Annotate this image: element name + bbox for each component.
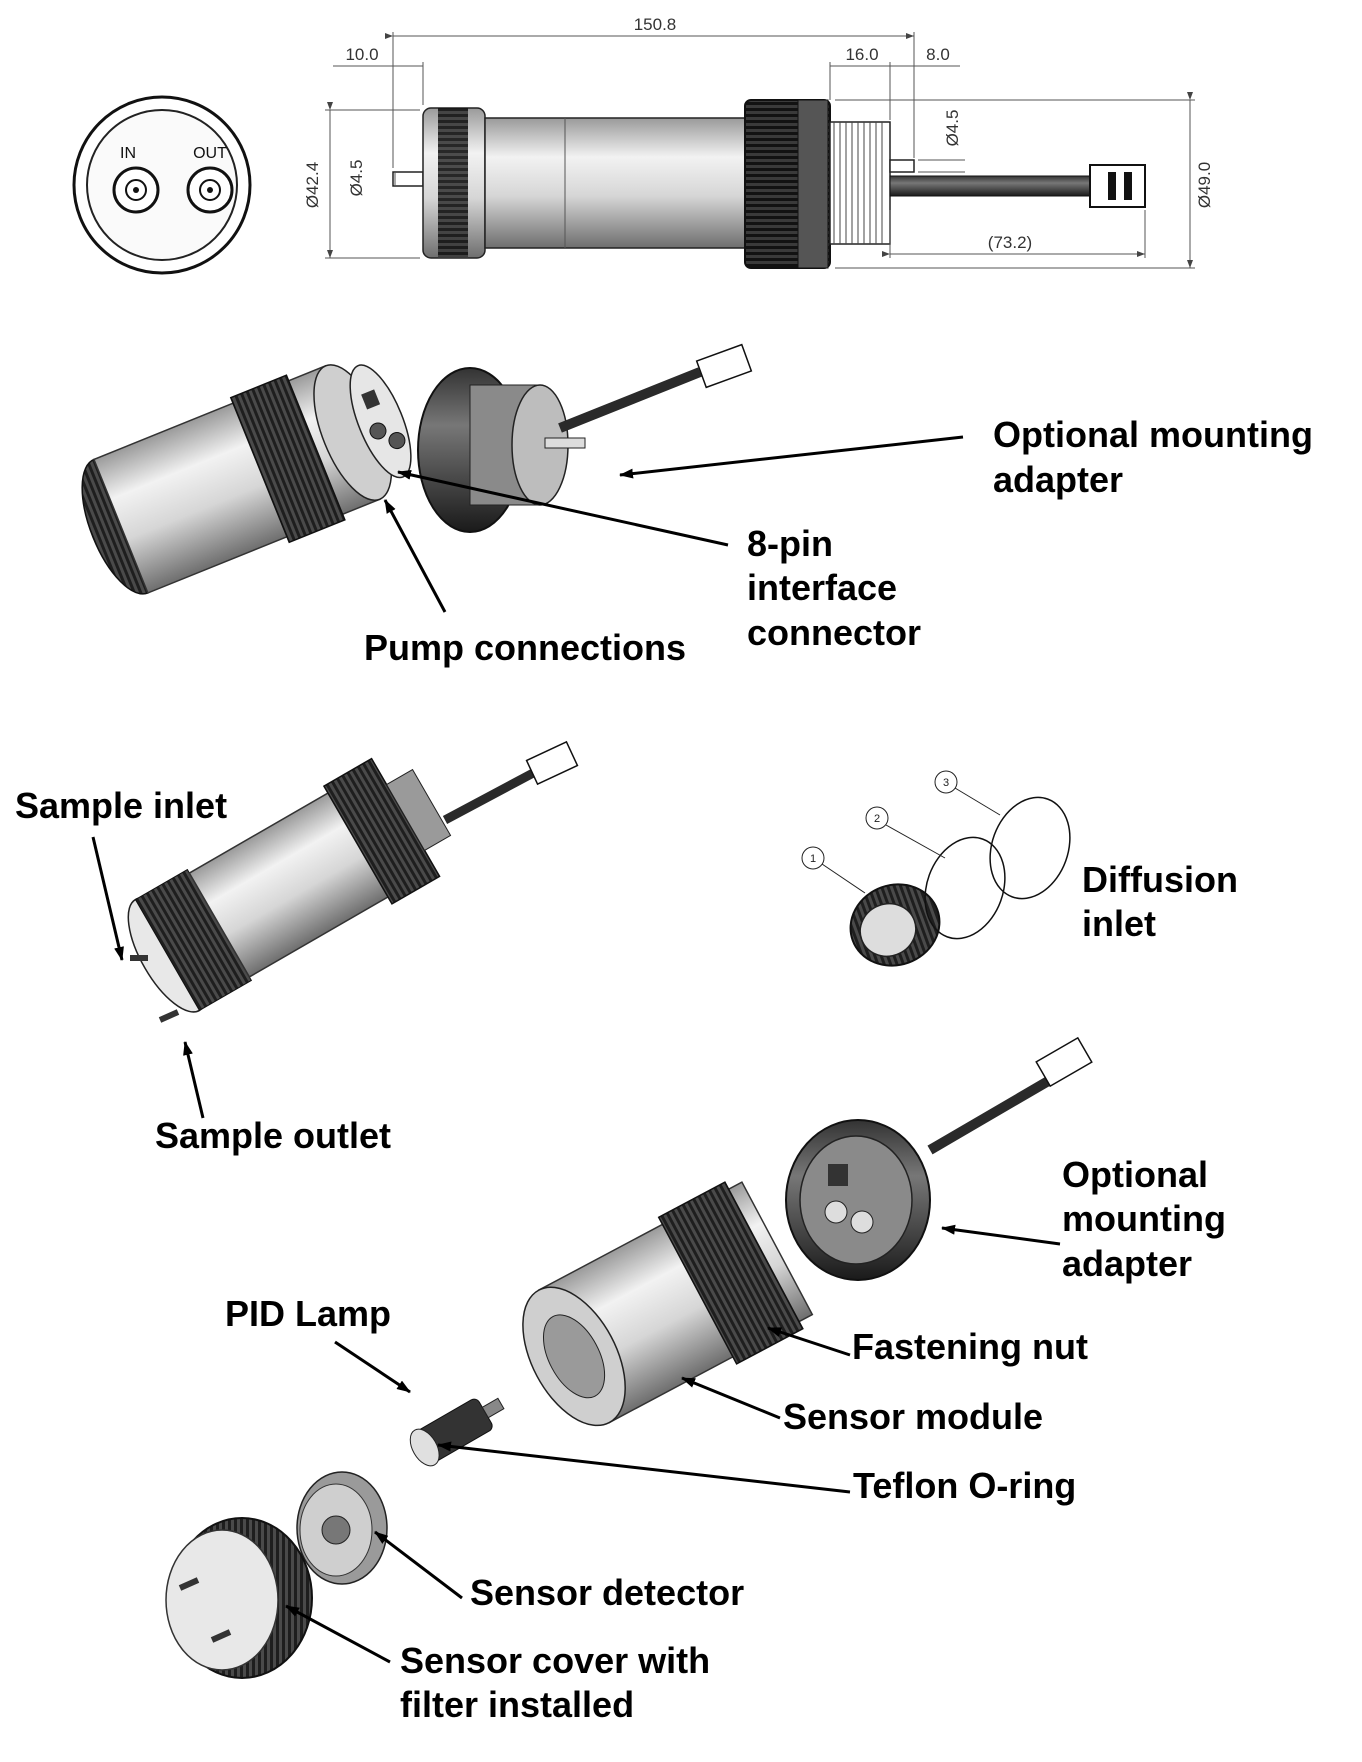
sample-outlet-label: Sample outlet xyxy=(155,1115,391,1156)
diffusion-disc-1 xyxy=(924,836,1006,940)
part-1-number: 1 xyxy=(810,853,816,865)
sensor-cover-label: Sensor cover with filter installed xyxy=(400,1640,710,1725)
dim-nut-diameter: Ø49.0 xyxy=(1195,162,1214,208)
svg-text:connector: connector xyxy=(747,612,921,653)
fastening-nut-2 xyxy=(657,1181,804,1365)
fastening-nut-1 xyxy=(229,374,346,544)
connector-2 xyxy=(525,740,579,786)
svg-text:Sensor cover with: Sensor cover with xyxy=(400,1640,710,1681)
sensor-cover xyxy=(165,1517,313,1679)
body-cylinder xyxy=(484,117,746,249)
mounting-adapter-1 xyxy=(417,367,586,533)
pid-lamp-label: PID Lamp xyxy=(225,1293,391,1334)
eight-pin-connector-label: 8-pin interface connector xyxy=(747,523,921,653)
pump-connections-label: Pump connections xyxy=(364,627,686,668)
teflon-oring-label: Teflon O-ring xyxy=(853,1465,1076,1506)
svg-text:filter installed: filter installed xyxy=(400,1684,634,1725)
diffusion-disc-2 xyxy=(989,796,1071,900)
fastening-nut-label: Fastening nut xyxy=(852,1326,1088,1367)
exploded-view-2 xyxy=(165,1036,1093,1679)
sample-inlet-label: Sample inlet xyxy=(15,785,227,826)
pid-lamp xyxy=(409,1397,505,1467)
connector-side xyxy=(1089,164,1146,208)
dim-inlet-diameter: Ø4.5 xyxy=(347,160,366,197)
side-view: 150.8 10.0 16.0 8.0 (73.2) Ø42.4 Ø4.5 Ø4… xyxy=(303,15,1214,269)
svg-text:Diffusion: Diffusion xyxy=(1082,859,1238,900)
dim-thread-length: 16.0 xyxy=(845,45,878,64)
pin-connector-icon xyxy=(361,389,381,410)
diffusion-inlet-label: Diffusion inlet xyxy=(1082,859,1238,944)
dim-outlet-length: 8.0 xyxy=(926,45,950,64)
svg-text:mounting: mounting xyxy=(1062,1198,1226,1239)
sensor-module xyxy=(522,1181,814,1427)
svg-text:adapter: adapter xyxy=(1062,1243,1192,1284)
inlet-tube xyxy=(392,171,424,187)
optional-mounting-adapter-label-2: Optional mounting adapter xyxy=(1062,1154,1226,1284)
mounting-adapter-2 xyxy=(785,1119,931,1281)
exploded-view-1 xyxy=(81,343,964,613)
outlet-tube xyxy=(889,159,915,173)
teflon-oring-icon xyxy=(409,1428,440,1467)
diffusion-inlet-parts: 1 2 3 xyxy=(801,770,1071,967)
connector-3 xyxy=(1035,1036,1093,1088)
part-3-number: 3 xyxy=(943,777,949,789)
svg-text:8-pin: 8-pin xyxy=(747,523,833,564)
sensor-assembled xyxy=(91,740,579,1119)
dim-inlet-length: 10.0 xyxy=(345,45,378,64)
svg-text:Optional: Optional xyxy=(1062,1154,1208,1195)
dim-overall-length: 150.8 xyxy=(634,15,677,34)
sensor-detector xyxy=(296,1471,388,1585)
dim-cable-length: (73.2) xyxy=(988,233,1032,252)
svg-text:interface: interface xyxy=(747,567,897,608)
dim-outlet-diameter: Ø4.5 xyxy=(943,110,962,147)
svg-text:Optional mounting: Optional mounting xyxy=(993,414,1313,455)
part-2-number: 2 xyxy=(874,813,880,825)
connector-1 xyxy=(695,343,753,389)
in-label: IN xyxy=(120,145,136,162)
thread xyxy=(829,121,891,245)
sensor-module-label: Sensor module xyxy=(783,1396,1043,1437)
sensor-detector-label: Sensor detector xyxy=(470,1572,744,1613)
dim-body-diameter: Ø42.4 xyxy=(303,162,322,208)
svg-text:inlet: inlet xyxy=(1082,903,1156,944)
svg-text:adapter: adapter xyxy=(993,459,1123,500)
end-view: IN OUT xyxy=(72,95,252,275)
out-label: OUT xyxy=(193,145,227,162)
optional-mounting-adapter-label-1: Optional mounting adapter xyxy=(993,414,1313,500)
cable-side xyxy=(889,175,1091,197)
